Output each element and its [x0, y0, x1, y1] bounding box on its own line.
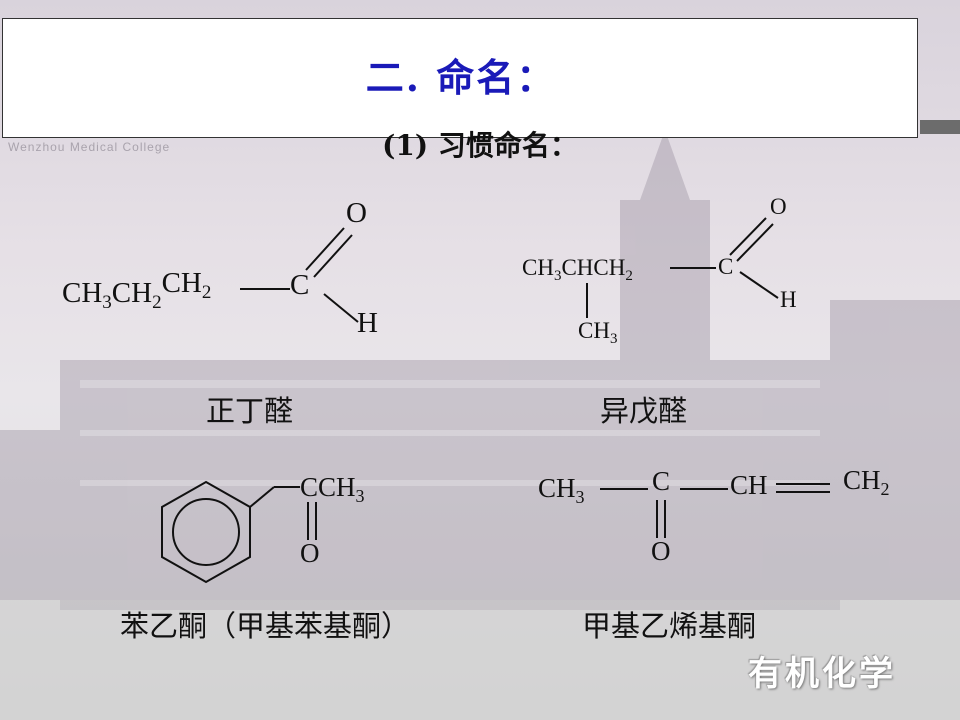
acetophenone-group: CCH3 [300, 472, 365, 506]
acetophenone-oxygen: O [300, 538, 320, 568]
course-watermark: 有机化学 [748, 654, 896, 694]
benzene-ring [161, 480, 251, 584]
title-box: 二. 命名： [2, 18, 918, 138]
structure-butanal: CH3CH2CH2 C O H [62, 197, 378, 339]
college-watermark-text: Wenzhou Medical College [8, 140, 171, 154]
structure-methyl-vinyl-ketone: CH3 C CH CH2 O [538, 465, 890, 566]
caption-butanal: 正丁醛 [206, 394, 294, 428]
butanal-hydrogen: H [357, 307, 378, 339]
structure-isopentanal: CH3CHCH2 C O H CH3 [522, 194, 797, 347]
caption-acetophenone: 苯乙酮（甲基苯基酮） [120, 609, 411, 643]
isopentanal-carbonyl-c: C [718, 254, 733, 279]
isopentanal-oxygen: O [770, 194, 787, 219]
mvk-carbonyl-c: C [652, 466, 670, 496]
mvk-oxygen: O [651, 536, 671, 566]
mvk-right: CH2 [843, 465, 890, 499]
butanal-oxygen: O [346, 197, 367, 229]
butanal-carbonyl-c: C [290, 269, 309, 301]
isopentanal-chain: CH3CHCH2 [522, 255, 633, 284]
caption-methyl-vinyl-ketone: 甲基乙烯基酮 [582, 609, 757, 643]
section-subtitle: (1) 习惯命名： [382, 129, 578, 162]
slide-title: 二. 命名： [365, 55, 557, 100]
structure-acetophenone: CCH3 O [161, 472, 365, 584]
caption-isopentanal: 异戊醛 [600, 394, 688, 428]
isopentanal-hydrogen: H [780, 287, 797, 312]
mvk-ch: CH [730, 470, 768, 500]
isopentanal-branch: CH3 [578, 318, 617, 347]
mvk-left: CH3 [538, 473, 585, 507]
butanal-chain: CH3CH2CH2 [62, 267, 211, 313]
